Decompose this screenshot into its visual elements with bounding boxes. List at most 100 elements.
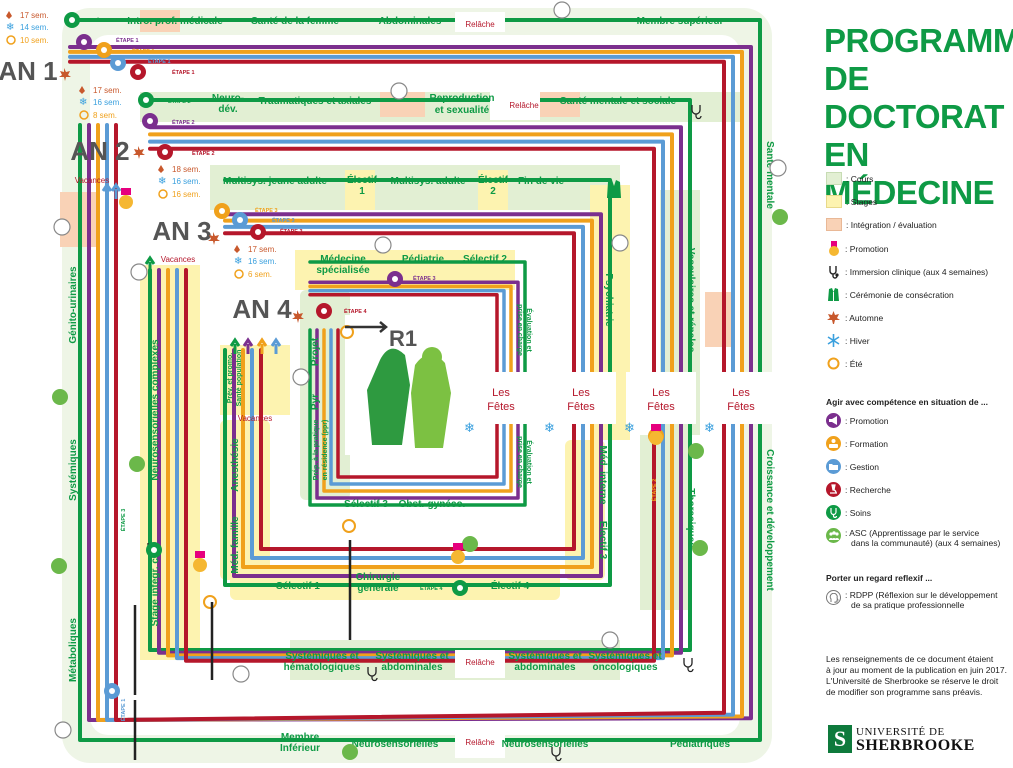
season-winter: 14 sem. bbox=[20, 23, 48, 32]
stage-an3-bottom bbox=[230, 565, 560, 600]
residents-figure bbox=[367, 347, 451, 448]
map-label: Santé mentale et sociale bbox=[560, 96, 677, 107]
coat-icon bbox=[826, 287, 841, 302]
rail-an1-4 bbox=[68, 59, 726, 722]
microscope-icon bbox=[826, 482, 841, 497]
head-icon bbox=[292, 368, 310, 386]
head-icon bbox=[374, 236, 392, 254]
r1-label: R1 bbox=[389, 326, 417, 351]
legend-label: : Stages bbox=[846, 196, 878, 207]
note-line: Les renseignements de ce document étaien… bbox=[826, 654, 994, 664]
megaphone-icon bbox=[826, 413, 841, 428]
etape-tag: ÉTAPE 2 bbox=[172, 118, 195, 126]
relache-gap-2 bbox=[455, 650, 505, 678]
etape-tag: ÉTAPE 3 bbox=[272, 216, 295, 224]
arrow-up-icon bbox=[270, 337, 282, 354]
map-label: Électif 3 bbox=[597, 521, 610, 560]
microscope-icon-dot bbox=[321, 308, 327, 314]
snowflake-icon: ❄ bbox=[464, 421, 475, 436]
promotion-marker-icon bbox=[193, 558, 207, 572]
map-label: Neuro- bbox=[212, 93, 244, 104]
rail-an3-0 bbox=[223, 178, 612, 587]
season-winter: 16 sem. bbox=[248, 257, 276, 266]
legend-label: : Cérémonie de consécration bbox=[845, 289, 954, 300]
legend-comp-formation: : Formation bbox=[826, 436, 1013, 451]
snowflake-icon: ❄ bbox=[704, 421, 715, 436]
year-label: AN 4 bbox=[232, 294, 292, 324]
head-icon bbox=[826, 590, 841, 605]
etape-tag: ÉTAPE 4 bbox=[344, 307, 367, 315]
soins-icon-dot bbox=[69, 17, 75, 23]
microscope-icon-dot bbox=[255, 229, 261, 235]
fetes-label: Les bbox=[492, 387, 510, 399]
megaphone-icon-dot bbox=[392, 276, 398, 282]
legend-ceremony: : Cérémonie de consécration bbox=[826, 287, 1013, 302]
coat-icon bbox=[607, 180, 621, 198]
microscope-icon-dot bbox=[135, 69, 141, 75]
soins-icon-dot bbox=[457, 585, 463, 591]
community-icon bbox=[692, 540, 708, 556]
legend-label: : Promotion bbox=[845, 243, 889, 254]
season-autumn: 17 sem. bbox=[93, 86, 121, 95]
year-label: AN 2 bbox=[70, 136, 129, 166]
relache-gap-0 bbox=[455, 12, 505, 32]
map-label: Obst.-gynéco. bbox=[399, 499, 466, 510]
map-label: Neurosensorielles complexes bbox=[150, 339, 161, 481]
logo-mark: S bbox=[828, 725, 852, 753]
promotion-flag-icon bbox=[195, 551, 205, 558]
logo-line-2: SHERBROOKE bbox=[856, 737, 975, 754]
map-label: Projet bbox=[310, 337, 321, 366]
legend-label: : Intégration / évaluation bbox=[846, 219, 937, 230]
rail-an4-4 bbox=[308, 293, 499, 479]
snowflake-icon: ❄ bbox=[158, 176, 166, 187]
map-label: générale bbox=[357, 583, 399, 594]
fetes-gap-3 bbox=[706, 372, 776, 424]
soins-icon-dot bbox=[151, 547, 157, 553]
fetes-label: Fêtes bbox=[727, 401, 755, 413]
snowflake-icon bbox=[826, 333, 841, 348]
arrow-up-icon bbox=[144, 255, 156, 272]
fetes-label: Les bbox=[652, 387, 670, 399]
legend-label: : ASC (Apprentissage par le service bbox=[845, 528, 980, 538]
leaf-icon bbox=[6, 11, 12, 19]
season-autumn: 18 sem. bbox=[172, 165, 200, 174]
map-label: Systémiques et bbox=[508, 651, 582, 662]
title-line-3: EN MÉDECINE bbox=[824, 136, 995, 211]
map-label: Inférieur bbox=[280, 743, 320, 754]
map-label: Chirurgie bbox=[356, 572, 401, 583]
relache-label: Relâche bbox=[509, 101, 539, 110]
map-label: oncologiques bbox=[593, 662, 658, 673]
community-icon bbox=[826, 528, 841, 543]
map-label: abdominales bbox=[381, 662, 443, 673]
map-label: prise en charge bbox=[516, 436, 523, 488]
etape-tag: ÉTAPE 1 bbox=[172, 68, 195, 76]
arrow-right-icon bbox=[345, 321, 388, 333]
map-label: Vasculaires et rénales bbox=[685, 248, 696, 353]
microscope-icon-dot bbox=[162, 149, 168, 155]
head-icon bbox=[130, 263, 148, 281]
course-swatch bbox=[826, 172, 842, 185]
etape-tag: ÉTAPE 1 bbox=[96, 16, 119, 24]
community-icon bbox=[462, 536, 478, 552]
legend-immersion: : Immersion clinique (aux 4 semaines) bbox=[826, 264, 1013, 279]
map-label: dév. bbox=[218, 104, 237, 115]
legend-label: : RDPP (Réflexion sur le développement bbox=[845, 590, 998, 600]
stethoscope-icon bbox=[367, 667, 378, 682]
fetes-gap-2 bbox=[626, 372, 696, 424]
megaphone-icon-dot bbox=[147, 118, 153, 124]
resident-right-icon bbox=[411, 354, 451, 448]
map-label: Neurosensorielles bbox=[502, 739, 589, 750]
map-label: Fin de vie bbox=[518, 176, 565, 187]
map-label: Électif bbox=[478, 173, 509, 186]
season-winter: 16 sem. bbox=[93, 98, 121, 107]
etape-tag: ÉTAPE 4 bbox=[420, 584, 443, 592]
folder-icon bbox=[826, 459, 841, 474]
season-autumn: 17 sem. bbox=[20, 11, 48, 20]
year-label: AN 1 bbox=[0, 56, 58, 86]
map-label: Méd. interne bbox=[597, 446, 608, 505]
legend-label: : Recherche bbox=[845, 484, 891, 495]
map-label: Sélectif 2 bbox=[463, 254, 507, 265]
